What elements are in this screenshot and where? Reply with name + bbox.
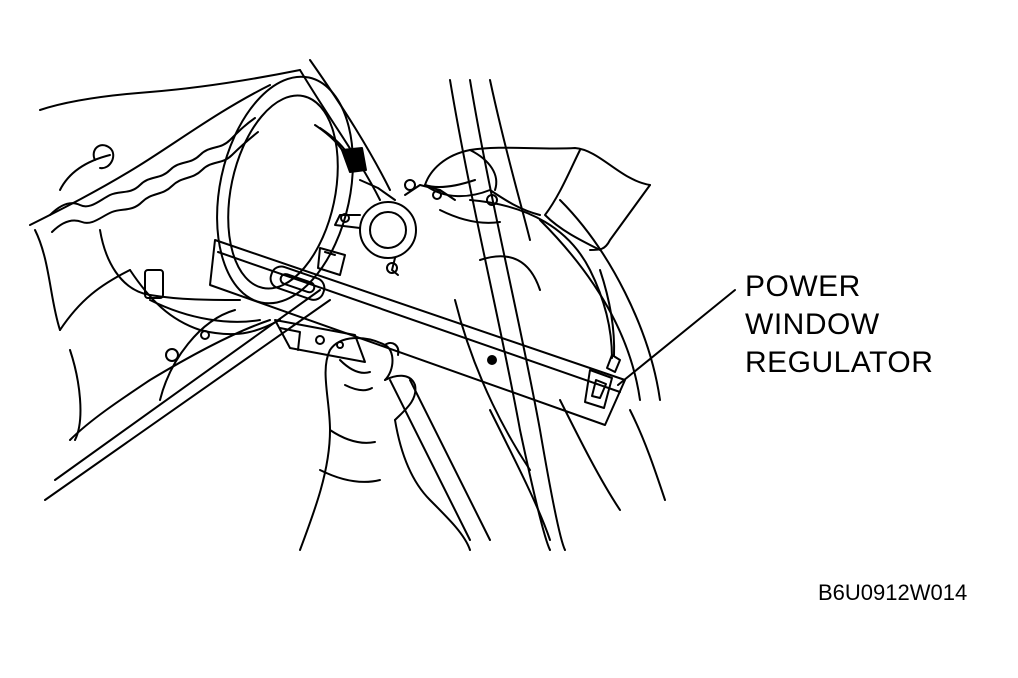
lower-hand (274, 319, 471, 551)
callout-label-power-window-regulator: POWER WINDOW REGULATOR (745, 268, 933, 382)
callout-leader-line (617, 289, 736, 386)
figure-code: B6U0912W014 (818, 580, 968, 605)
callout-line-2: WINDOW (745, 308, 880, 341)
callout-line-1: POWER (745, 270, 861, 303)
callout-line-3: REGULATOR (745, 346, 934, 379)
window-regulator-rail (209, 199, 626, 426)
door-frame (299, 59, 666, 551)
upper-hand (424, 146, 651, 251)
